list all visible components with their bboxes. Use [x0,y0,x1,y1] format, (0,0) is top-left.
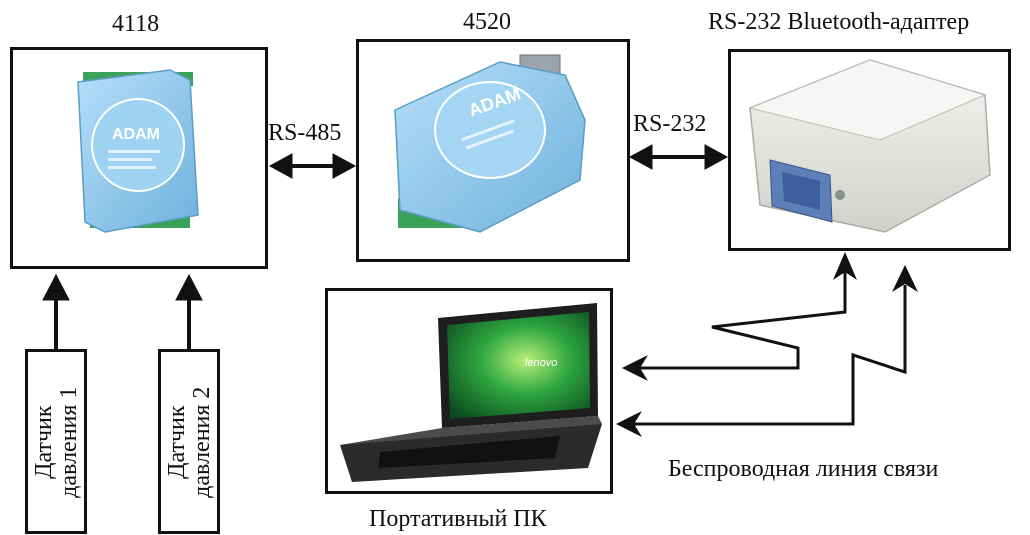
bluetooth-adapter-icon [748,59,991,233]
sensor-1-label: Датчик давления 1 [30,352,82,532]
sensor-2-box [158,349,220,534]
module-4118-label: 4118 [112,11,160,37]
sensor-2-label: Датчик давления 2 [163,352,215,532]
rs485-label: RS-485 [268,120,342,146]
sensor-2-label-line2: давления 2 [189,386,215,498]
wireless-arrowhead-laptop-upper [622,355,648,381]
rs232-label: RS-232 [633,111,707,137]
bluetooth-adapter-label: RS-232 Bluetooth-адаптер [708,9,970,35]
sensor-2-label-line1: Датчик [163,405,190,479]
adam-4118-module-icon: ADAM [77,69,199,233]
laptop-label: Портативный ПК [369,506,547,532]
sensor-1-label-line2: давления 1 [56,386,82,498]
wireless-link-label: Беспроводная линия связи [668,456,939,482]
svg-text:ADAM: ADAM [112,126,160,143]
laptop-screen-brand: lenovo [525,357,557,369]
module-4520-label: 4520 [463,9,511,35]
sensor-1-arrow [42,273,70,350]
laptop-icon: lenovo [340,303,602,482]
sensor-2-arrow [175,273,203,350]
wireless-arrowhead-laptop-lower [616,411,642,437]
rs485-arrow [268,153,357,179]
wireless-link-upper [640,272,847,370]
wireless-arrowhead-adapter-right [892,265,918,292]
rs232-arrow [628,144,729,170]
wireless-arrowhead-adapter-left [833,252,857,280]
sensor-1-box [25,349,87,534]
sensor-1-label-line1: Датчик [30,405,57,479]
wireless-link-lower [633,285,907,426]
adam-4520-module-icon: ADAM [394,54,586,233]
